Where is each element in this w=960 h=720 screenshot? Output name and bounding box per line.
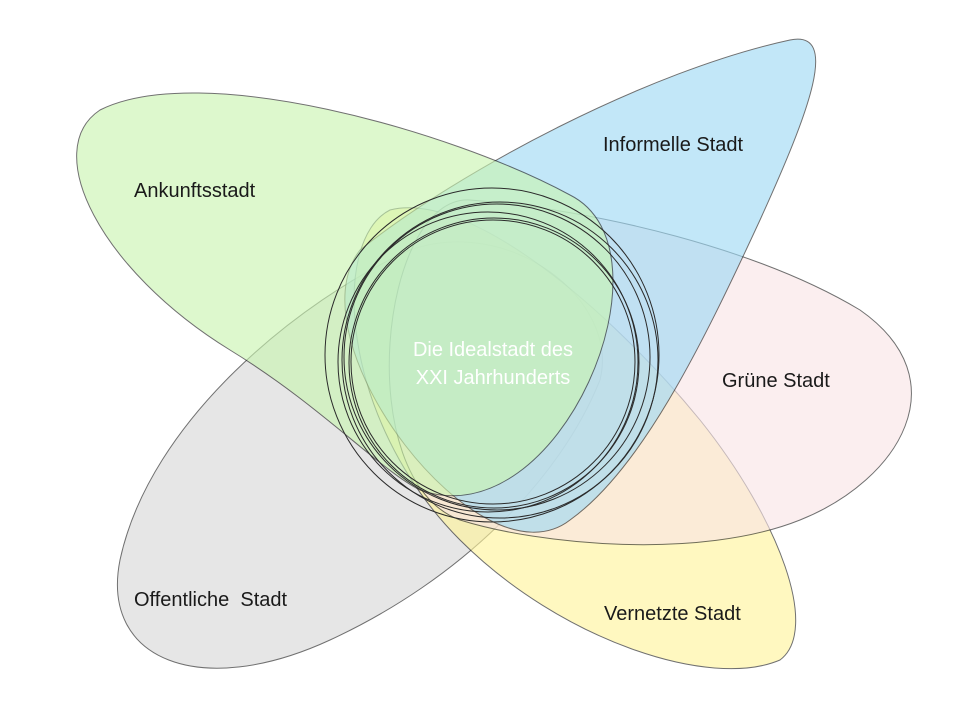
label-vernetzte-stadt: Vernetzte Stadt [604,603,741,625]
petal-ankunftsstadt [76,92,614,497]
center-circle [350,219,636,505]
label-ankunftsstadt: Ankunftsstadt [134,180,256,202]
center-ring [343,203,651,511]
center-ring [324,187,660,523]
center-ring [337,211,639,513]
label-informelle-stadt: Informelle Stadt [603,134,744,156]
label-oeffentliche-stadt: Offentliche Stadt [134,589,288,611]
label-gruene-stadt: Grüne Stadt [722,370,830,392]
center-label-line-2: XXI Jahrhunderts [416,367,571,389]
center-ring [341,201,659,519]
center-ring [348,217,640,509]
center-label-line-1: Die Idealstadt des [413,339,573,361]
